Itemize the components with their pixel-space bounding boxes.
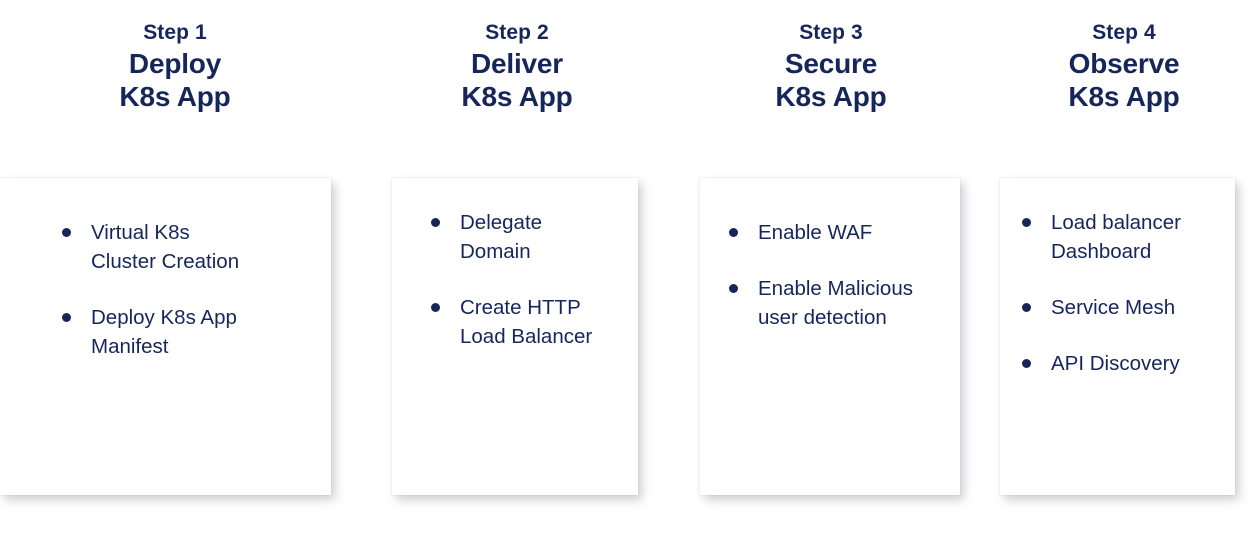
bullet-list-1: Virtual K8s Cluster Creation Deploy K8s …	[58, 218, 317, 361]
step-column-1: Step 1 Deploy K8s App	[0, 0, 350, 548]
list-item-line: Load balancer	[1051, 211, 1181, 234]
list-item-line: Delegate	[460, 211, 543, 234]
list-item-line: Enable WAF	[758, 221, 873, 244]
list-item-line: Enable Malicious	[758, 277, 913, 301]
list-item-line: Manifest	[91, 335, 169, 359]
step-label-1: Step 1	[143, 21, 207, 44]
step-heading-4: Step 4 Observe K8s App	[990, 0, 1258, 111]
list-item-line: Deploy K8s App	[91, 306, 237, 330]
list-item-line: Dashboard	[1051, 240, 1152, 264]
list-item-text: API Discovery	[1051, 349, 1225, 378]
step-title-2-line2: K8s App	[461, 81, 573, 112]
bullet-icon	[431, 303, 440, 313]
step-title-4-line2: K8s App	[1068, 81, 1180, 112]
step-column-4: Step 4 Observe K8s App	[990, 0, 1258, 548]
bullet-icon	[431, 218, 440, 227]
step-card-4: Load balancer Dashboard Service Mesh API…	[1000, 178, 1235, 495]
step-title-3-line1: Secure	[784, 48, 878, 79]
step-card-2: Delegate Domain Create HTTP Load Balance…	[392, 178, 638, 495]
step-card-3: Enable WAF Enable Malicious user detecti…	[700, 178, 960, 495]
bullet-icon	[1022, 218, 1031, 227]
list-item-line: Service Mesh	[1051, 296, 1176, 320]
list-item-text: Virtual K8s Cluster Creation	[91, 218, 317, 276]
list-item-text: Deploy K8s App Manifest	[91, 303, 317, 361]
step-column-3: Step 3 Secure K8s App	[686, 0, 976, 548]
step-title-1-line1: Deploy	[128, 48, 222, 79]
list-item-text: Load balancer Dashboard	[1051, 208, 1225, 266]
step-label-3: Step 3	[799, 21, 863, 44]
step-title-2: Deliver K8s App	[372, 50, 662, 111]
list-item-text: Create HTTP Load Balancer	[460, 293, 626, 351]
list-item: Delegate Domain	[427, 208, 626, 266]
list-item: Create HTTP Load Balancer	[427, 293, 626, 351]
list-item: Deploy K8s App Manifest	[58, 303, 317, 361]
list-item-text: Enable WAF	[758, 218, 950, 247]
step-heading-2: Step 2 Deliver K8s App	[372, 0, 662, 111]
step-column-2: Step 2 Deliver K8s App	[372, 0, 662, 548]
step-card-1: Virtual K8s Cluster Creation Deploy K8s …	[0, 178, 331, 495]
bullet-icon	[729, 284, 738, 294]
step-heading-1: Step 1 Deploy K8s App	[0, 0, 350, 111]
step-title-4-line1: Observe	[1068, 48, 1180, 79]
step-title-3-line2: K8s App	[775, 81, 887, 112]
bullet-icon	[729, 228, 738, 237]
list-item: Load balancer Dashboard	[1018, 208, 1225, 266]
step-label-4: Step 4	[1092, 21, 1156, 44]
list-item-line: Virtual K8s	[91, 221, 190, 244]
list-item: Enable Malicious user detection	[725, 274, 950, 332]
list-item: API Discovery	[1018, 349, 1225, 378]
list-item-line: Create HTTP	[460, 296, 581, 320]
bullet-icon	[1022, 359, 1031, 369]
bullet-list-2: Delegate Domain Create HTTP Load Balance…	[427, 208, 626, 351]
bullet-icon	[62, 228, 71, 237]
list-item-line: Domain	[460, 240, 531, 264]
list-item-line: user detection	[758, 306, 887, 330]
bullet-icon	[62, 313, 71, 323]
list-item: Virtual K8s Cluster Creation	[58, 218, 317, 276]
step-title-1: Deploy K8s App	[0, 50, 350, 111]
list-item-text: Service Mesh	[1051, 293, 1225, 322]
list-item: Service Mesh	[1018, 293, 1225, 322]
list-item-line: Cluster Creation	[91, 250, 240, 274]
step-label-2: Step 2	[485, 21, 549, 44]
list-item-text: Delegate Domain	[460, 208, 626, 266]
bullet-list-4: Load balancer Dashboard Service Mesh API…	[1018, 208, 1225, 378]
list-item: Enable WAF	[725, 218, 950, 247]
step-title-3: Secure K8s App	[686, 50, 976, 111]
step-title-2-line1: Deliver	[471, 48, 563, 79]
step-heading-3: Step 3 Secure K8s App	[686, 0, 976, 111]
list-item-line: API Discovery	[1051, 352, 1180, 376]
bullet-list-3: Enable WAF Enable Malicious user detecti…	[725, 218, 950, 332]
step-title-4: Observe K8s App	[990, 50, 1258, 111]
bullet-icon	[1022, 303, 1031, 313]
step-title-1-line2: K8s App	[119, 81, 231, 112]
list-item-text: Enable Malicious user detection	[758, 274, 950, 332]
list-item-line: Load Balancer	[460, 325, 593, 349]
